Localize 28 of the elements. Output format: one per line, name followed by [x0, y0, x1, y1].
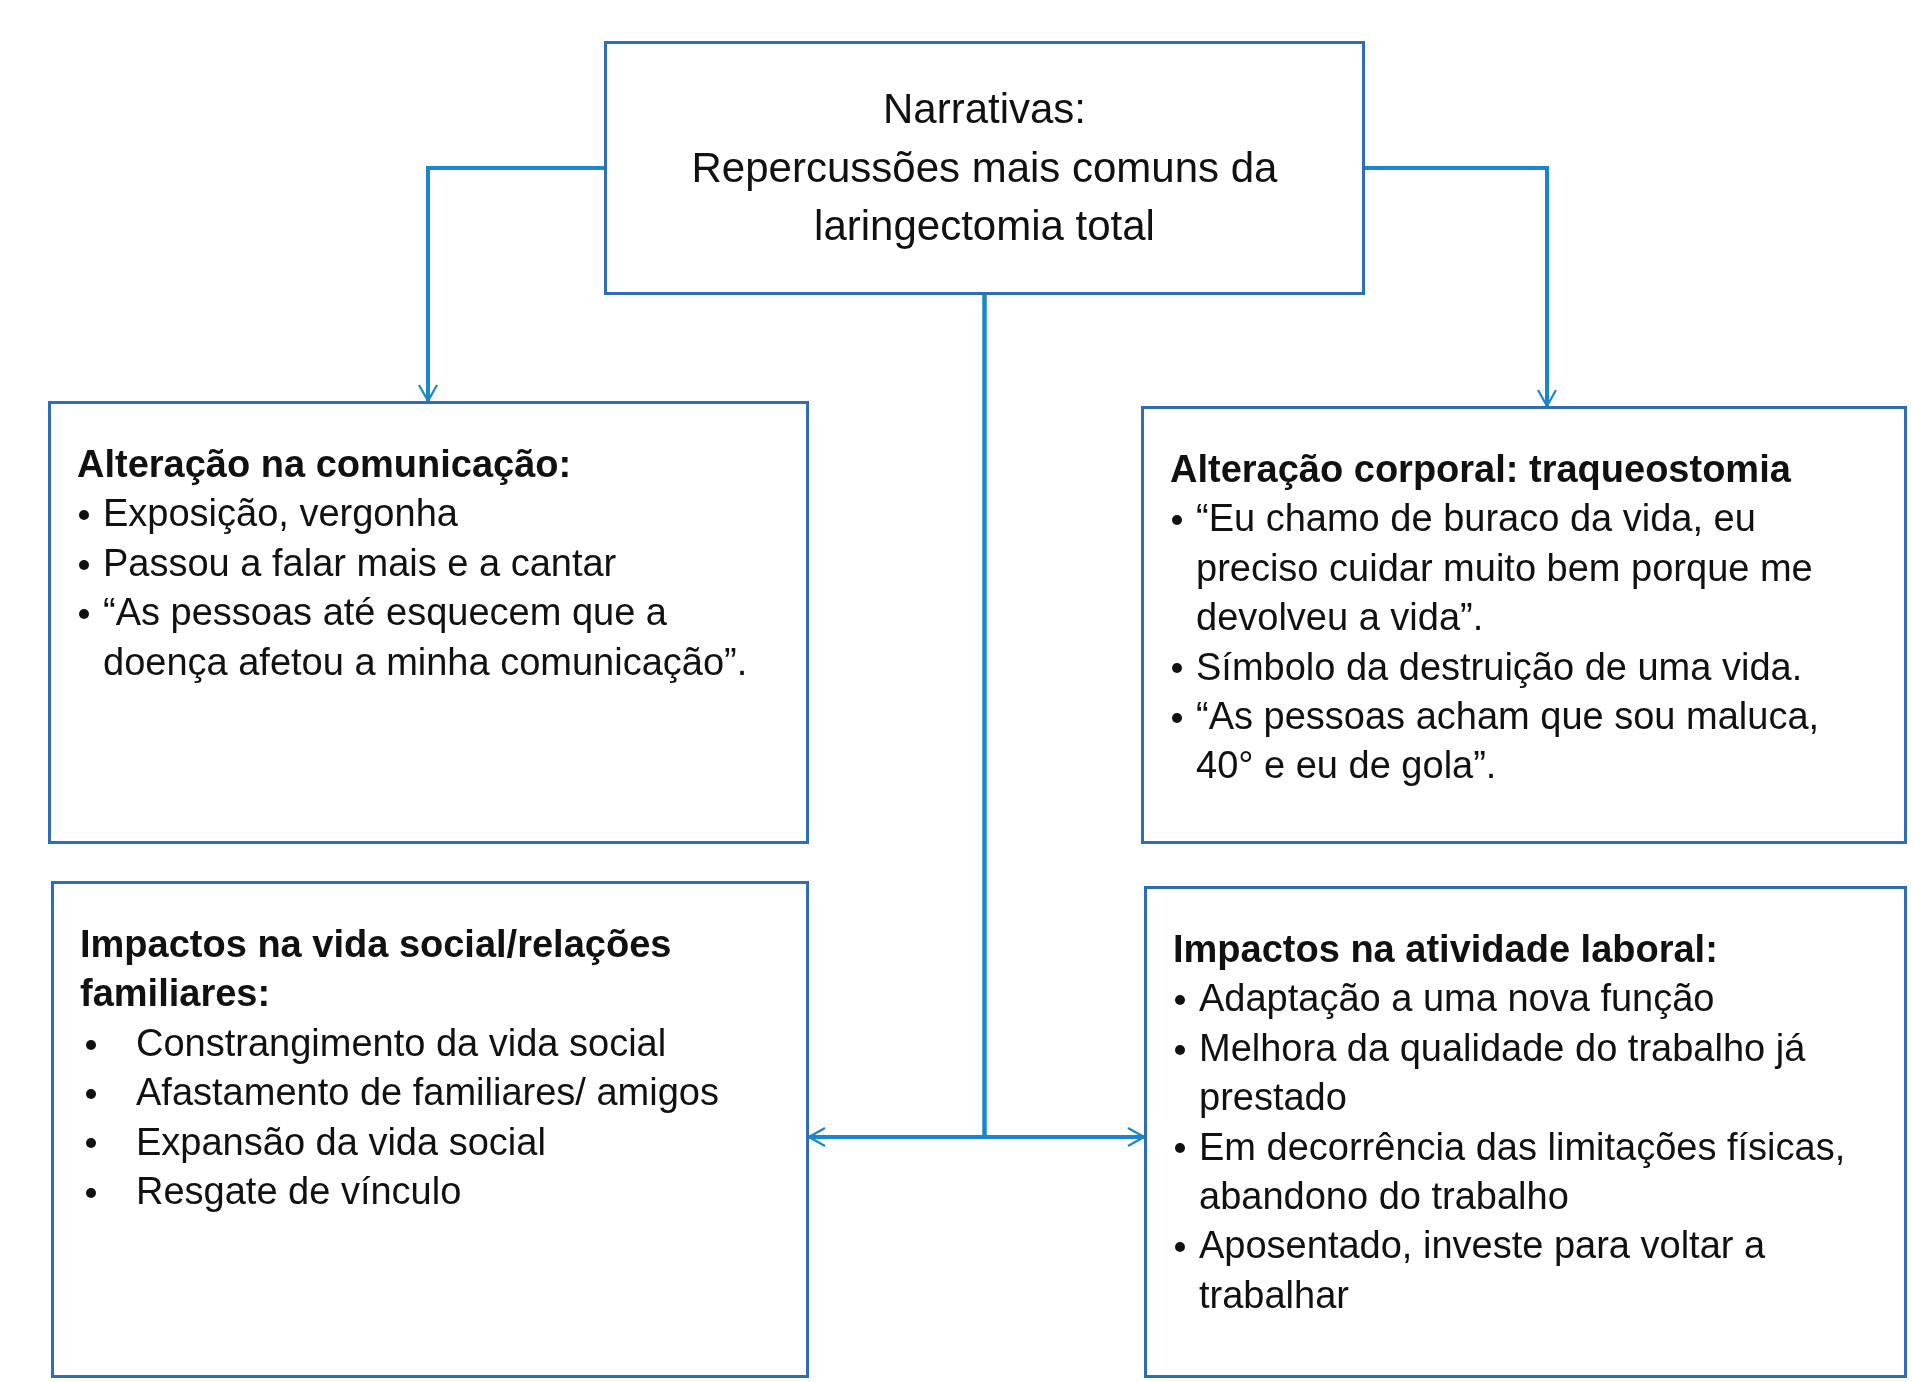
- title-text: Narrativas:: [882, 83, 1087, 134]
- heading-text: Impactos na atividade laboral:: [1173, 927, 1719, 972]
- arrow: [982, 295, 1146, 1148]
- bullet-item: “As pessoas até esquecem que a doença afetou a minha comunicação”.: [103, 590, 749, 685]
- bullet-item: Afastamento de familiares/ amigos: [136, 1070, 720, 1116]
- bullet-item: “Eu chamo de buraco da vida, eu preciso cuidar muito bem porque me devolveu a vida”.: [1196, 496, 1814, 641]
- bullet-item: Exposição, vergonha: [103, 491, 459, 537]
- category-box: [1141, 406, 1907, 844]
- bullet-item: Constrangimento da vida social: [136, 1020, 668, 1066]
- bullet-item: Passou a falar mais e a cantar: [103, 540, 618, 586]
- category-box: [48, 401, 809, 844]
- title-box: [604, 41, 1365, 295]
- heading-text: Alteração na comunicação:: [77, 442, 573, 487]
- bullet-item: Resgate de vínculo: [136, 1168, 463, 1214]
- heading-text: Impactos na vida social/relações familiares:: [80, 922, 673, 1017]
- bullet-item: Melhora da qualidade do trabalho já prestado: [1199, 1025, 1807, 1121]
- bullet-item: Aposentado, investe para voltar a trabalhar: [1199, 1223, 1767, 1318]
- bullet-item: Expansão da vida social: [136, 1119, 547, 1165]
- bullet-item: Adaptação a uma nova função: [1199, 976, 1716, 1022]
- arrow: [1365, 166, 1558, 408]
- category-box: [51, 881, 809, 1378]
- bullet-item: Símbolo da destruição de uma vida.: [1196, 644, 1804, 690]
- title-text: Repercussões mais comuns da laringectomia total: [690, 142, 1279, 252]
- arrow: [417, 166, 604, 403]
- heading-text: Alteração corporal: traqueostomia: [1170, 447, 1792, 492]
- category-box: [1144, 886, 1907, 1378]
- bullet-item: Em decorrência das limitações físicas, abandono do trabalho: [1199, 1124, 1847, 1219]
- bullet-item: “As pessoas acham que sou maluca, 40° e eu de gola”.: [1196, 693, 1821, 789]
